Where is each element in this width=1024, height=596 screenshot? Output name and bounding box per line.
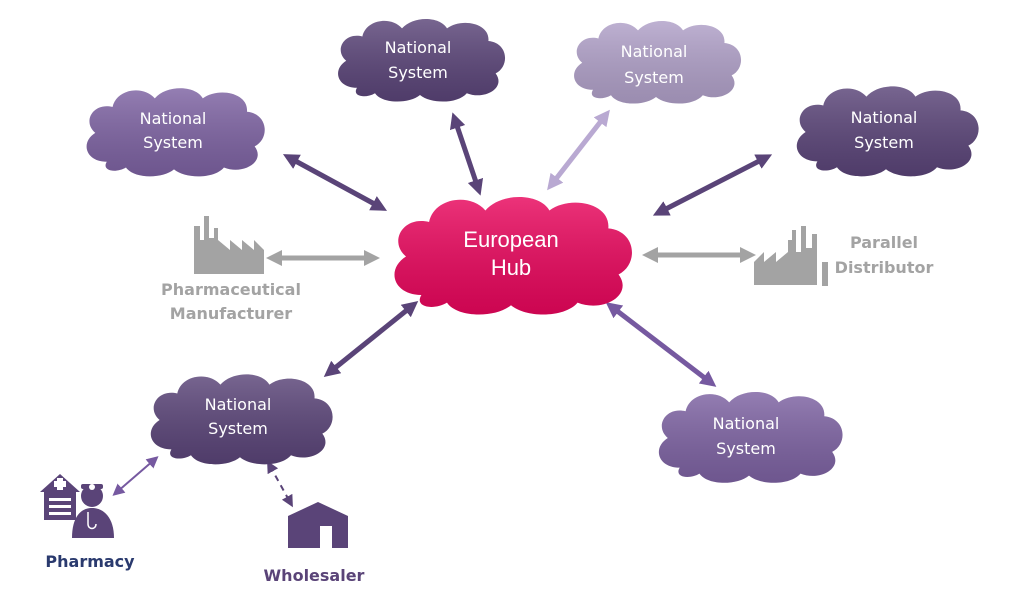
manufacturer: Pharmaceutical Manufacturer [161,216,301,323]
hub-label-line1: European [463,227,558,252]
connectors [112,109,773,508]
pharmacy: Pharmacy [40,474,135,571]
factory-icon-wall [822,262,828,286]
distributor: Parallel Distributor [754,226,933,286]
manufacturer-label-line2: Manufacturer [170,304,293,323]
pharmacist-icon [40,474,114,538]
stethoscope [87,512,97,530]
shelf-3 [49,512,71,515]
cloud-bottom-right: National System [658,391,843,483]
hub-label-line2: Hub [491,255,531,280]
arrow-system-pharmacy [112,456,159,496]
cloud-top-center: National System [338,18,506,102]
cloud-top-center-line1: National [385,38,452,57]
shelf-1 [49,498,71,501]
factory-icon [194,216,264,274]
pharmacist-mirror [89,484,95,490]
distributor-label-line1: Parallel [850,233,918,252]
cloud-bottom-left: National System [150,374,333,465]
warehouse-icon [288,502,348,548]
cloud-top-right-line2: System [624,68,684,87]
cloud-right-line1: National [851,108,918,127]
cloud-bottom-right-line2: System [716,439,776,458]
cloud-top-left-line2: System [143,133,203,152]
arrow-hub-top-left [282,154,388,211]
cloud-top-left-line1: National [140,109,207,128]
cloud-bottom-right-line1: National [713,414,780,433]
cloud-top-right-light: National System [574,20,742,104]
factory-icon [754,226,828,286]
pharmacist-body [72,508,114,538]
wholesaler-label: Wholesaler [264,566,365,585]
cloud-right: National System [796,86,979,177]
wholesaler: Wholesaler [264,502,365,585]
cloud-top-right-line1: National [621,42,688,61]
arrow-hub-bottom-right [605,302,717,387]
cross-horizontal [54,481,66,487]
cloud-top-center-line2: System [388,63,448,82]
arrow-system-wholesaler [267,460,293,508]
arrow-hub-right [652,154,773,216]
cloud-bottom-left-line1: National [205,395,272,414]
shelf-2 [49,505,71,508]
distributor-label-line2: Distributor [835,258,934,277]
arrow-hub-top-center [449,112,484,196]
cloud-right-line2: System [854,133,914,152]
warehouse-door [320,526,332,548]
manufacturer-label-line1: Pharmaceutical [161,280,301,299]
european-hub: European Hub [394,197,632,315]
pharmacy-label: Pharmacy [45,552,135,571]
cloud-top-left: National System [86,88,265,177]
arrow-hub-top-right [547,109,610,191]
pharmacist-head [81,485,103,507]
arrow-hub-bottom-left [323,300,419,378]
cloud-bottom-left-line2: System [208,419,268,438]
